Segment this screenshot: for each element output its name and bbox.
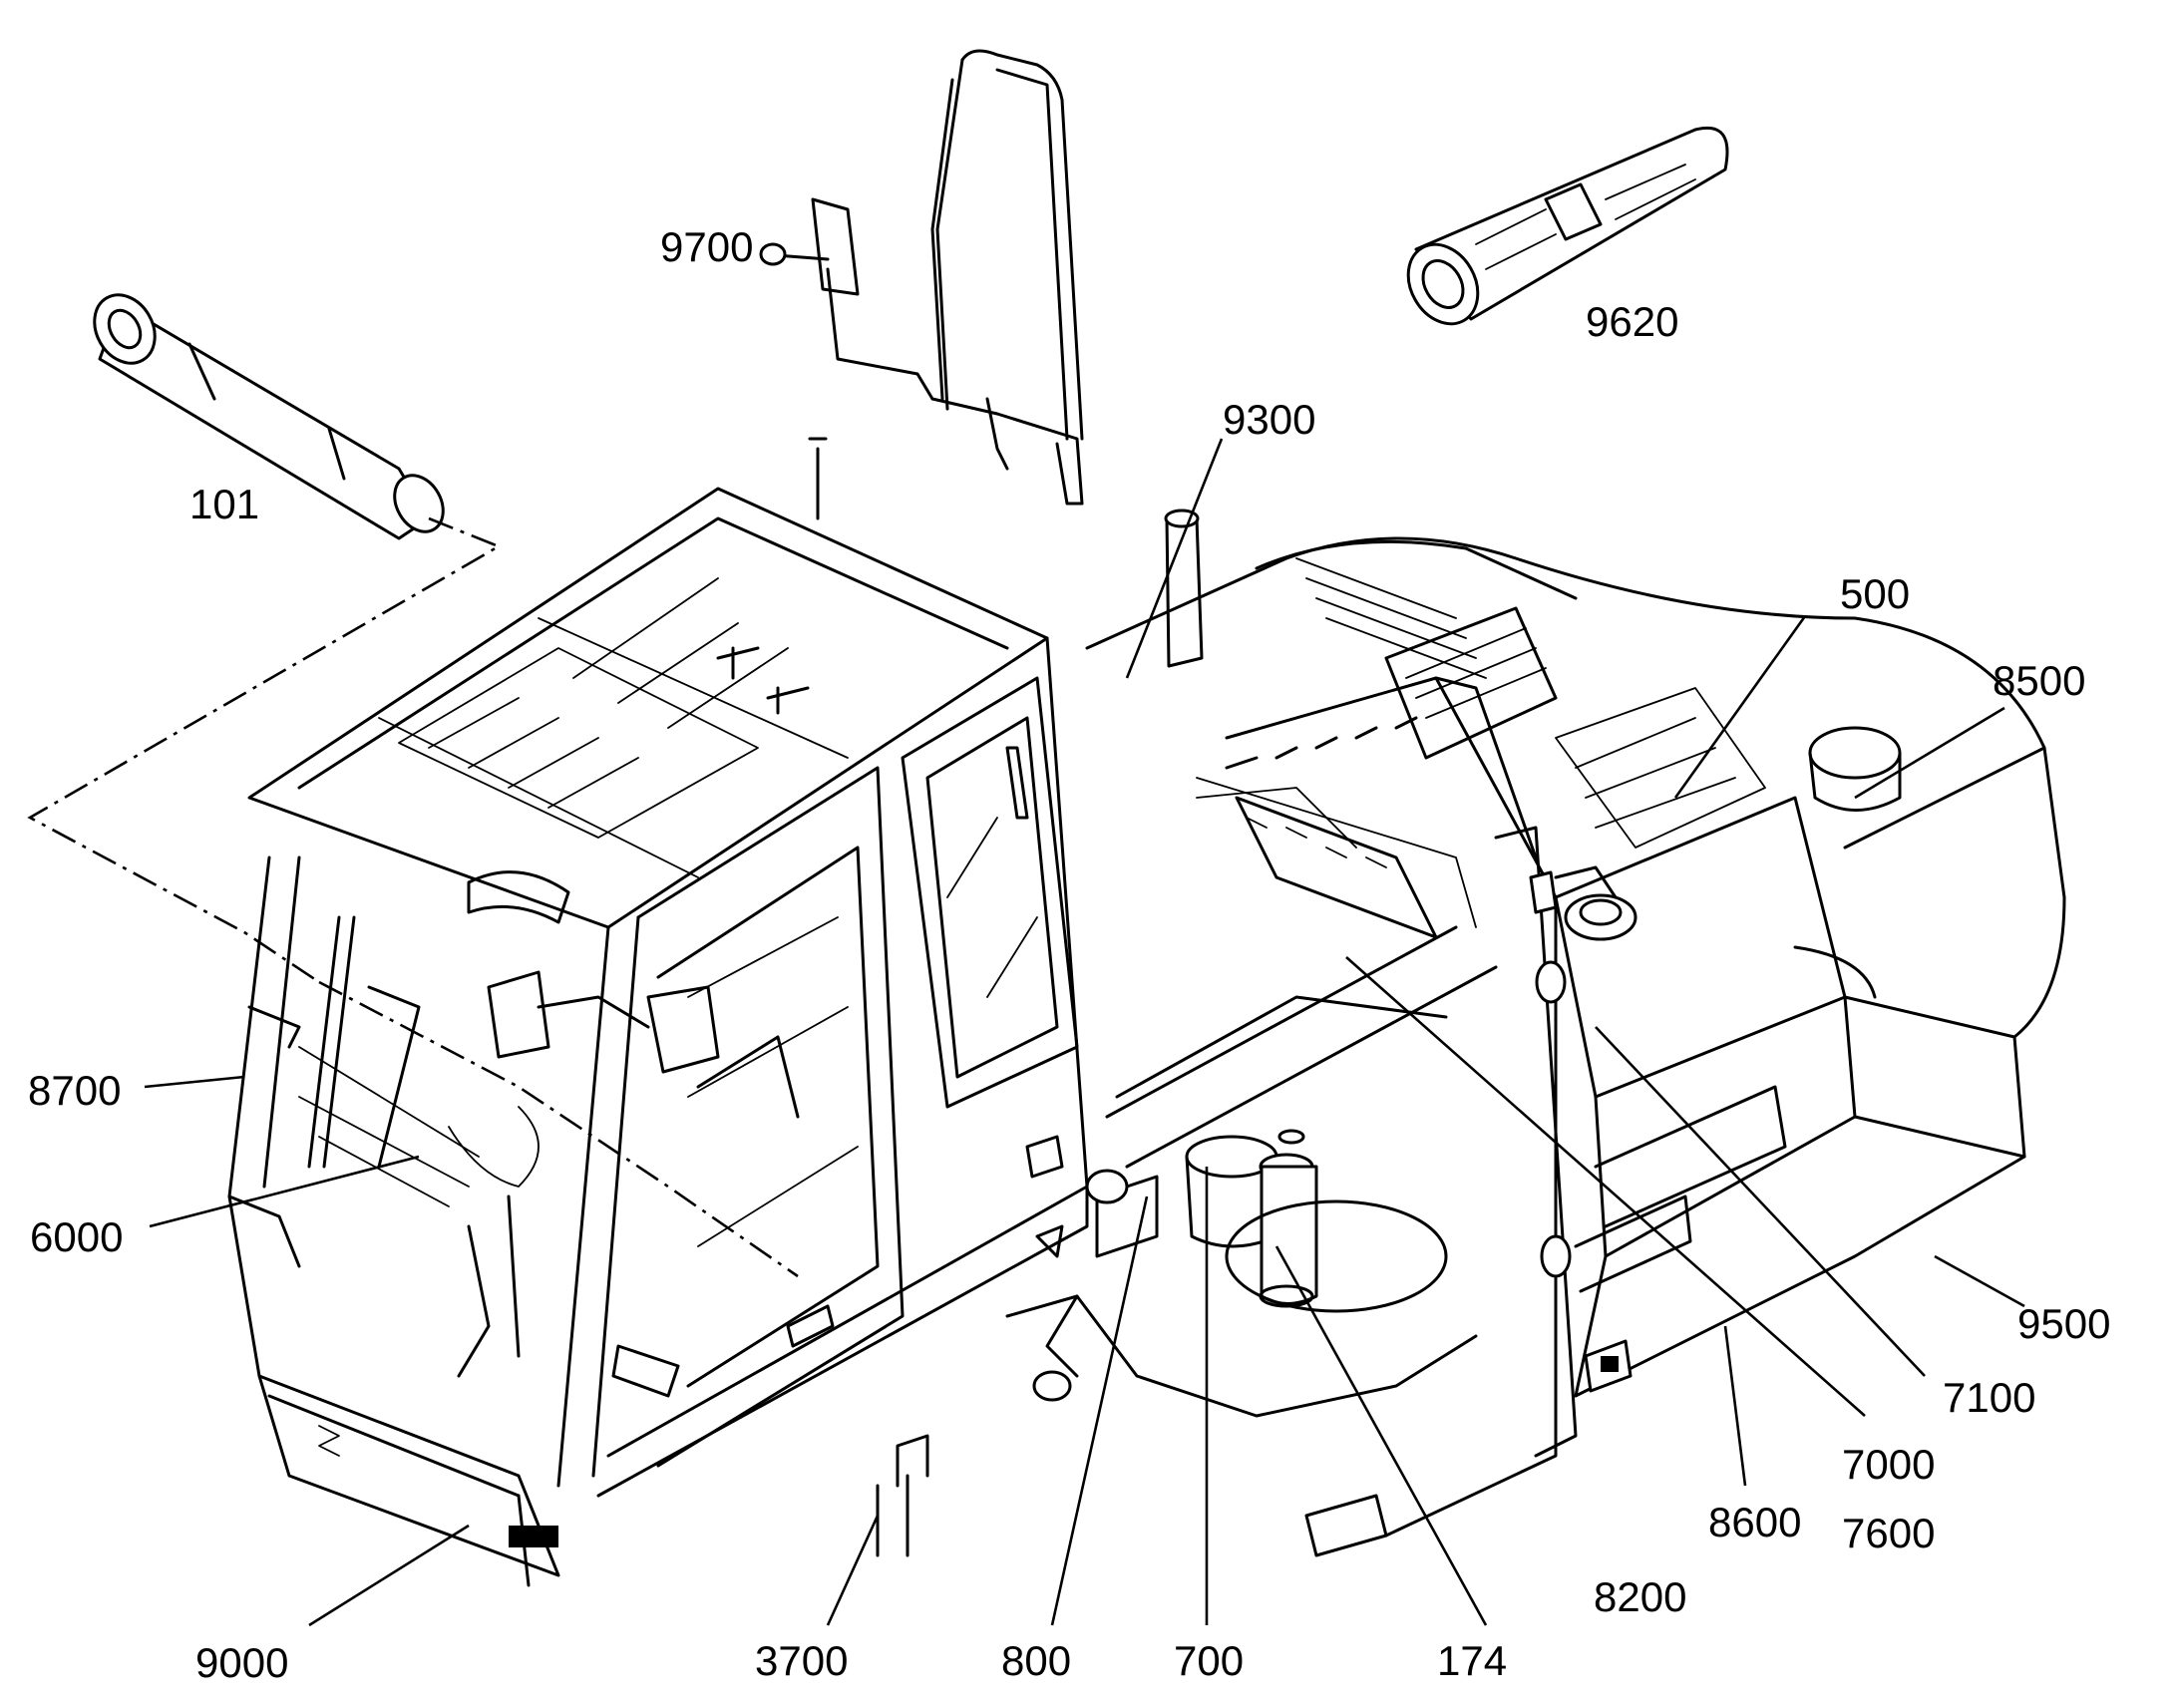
upper-structure	[318, 509, 2066, 1557]
part-101-pin	[93, 293, 445, 540]
callout-9500: 9500	[2017, 1300, 2110, 1347]
callout-6000: 6000	[30, 1213, 123, 1260]
callout-labels: 101 9700 9620 9300 500 8500 8700 6000 95…	[28, 223, 2110, 1686]
callout-500: 500	[1840, 570, 1910, 617]
callout-7600: 7600	[1842, 1510, 1935, 1556]
callout-174: 174	[1437, 1637, 1507, 1684]
callout-8700: 8700	[28, 1067, 121, 1114]
part-9620-roll	[1406, 127, 1729, 326]
callout-700: 700	[1174, 1637, 1244, 1684]
callout-9000: 9000	[195, 1639, 288, 1686]
callout-9700: 9700	[660, 223, 753, 270]
callout-3700: 3700	[755, 1637, 848, 1684]
part-9700-mirror	[759, 197, 1084, 506]
callout-8600: 8600	[1708, 1499, 1801, 1545]
part-handrail	[930, 49, 1084, 471]
leader-lines	[144, 438, 2025, 1627]
callout-9620: 9620	[1586, 298, 1678, 345]
assembly-guide-lines	[27, 516, 799, 1278]
callout-7000: 7000	[1842, 1441, 1935, 1488]
callout-101: 101	[189, 481, 259, 527]
callout-800: 800	[1001, 1637, 1071, 1684]
callout-8500: 8500	[1993, 657, 2085, 704]
callout-8200: 8200	[1594, 1573, 1686, 1620]
callout-9300: 9300	[1223, 396, 1315, 443]
callout-7100: 7100	[1943, 1374, 2035, 1421]
cab-assembly	[227, 437, 1089, 1587]
